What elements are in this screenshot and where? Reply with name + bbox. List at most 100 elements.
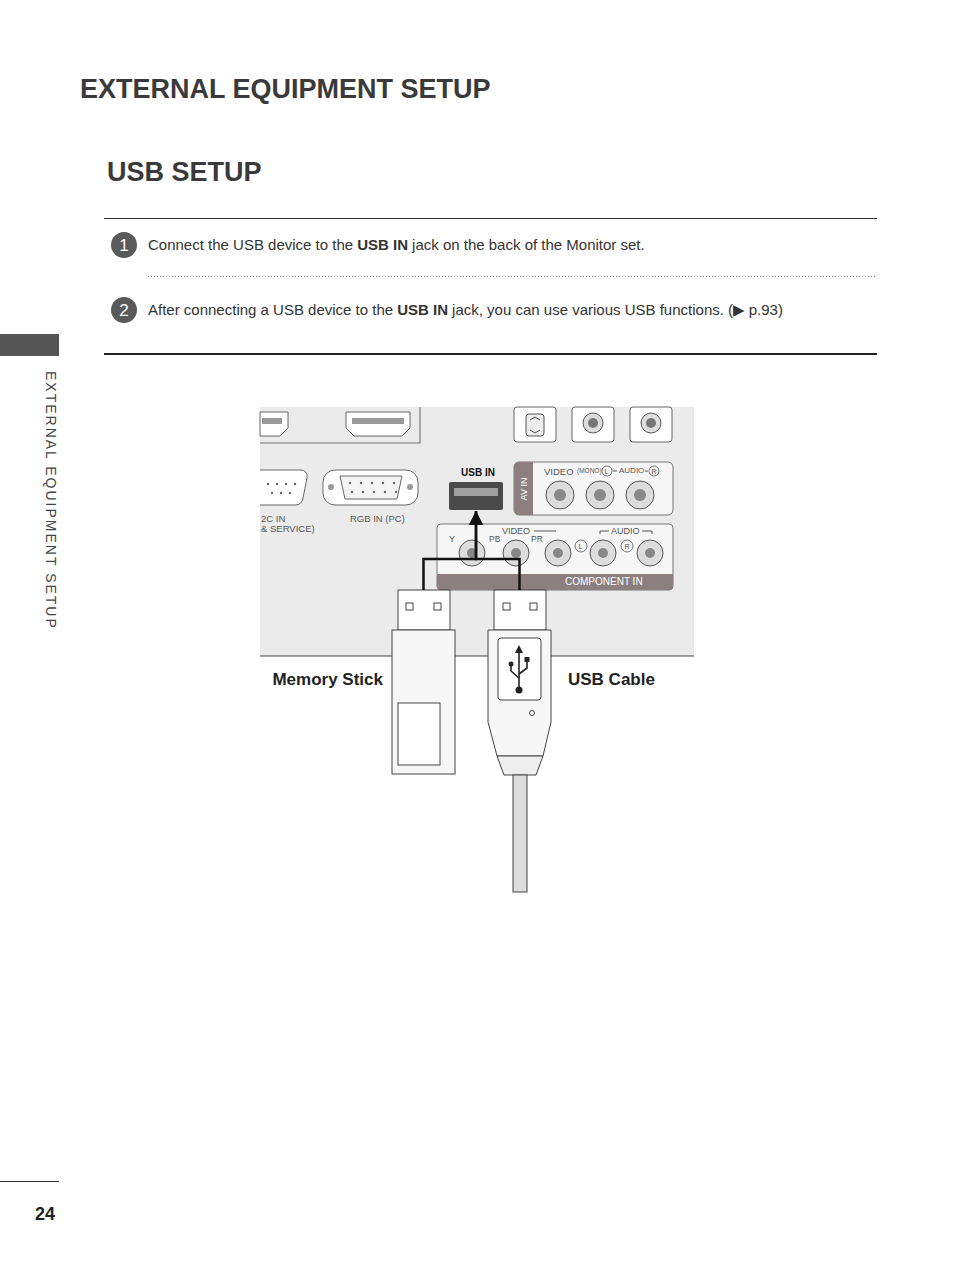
rs232-port bbox=[260, 470, 307, 505]
component-in-band: COMPONENT IN bbox=[437, 574, 673, 590]
label-ring bbox=[602, 466, 612, 476]
pin bbox=[384, 491, 386, 493]
node-label: AV IN bbox=[519, 477, 528, 500]
pin bbox=[360, 482, 362, 484]
hdmi-port bbox=[346, 412, 410, 436]
stick-body bbox=[392, 630, 455, 774]
jack-frame bbox=[630, 407, 672, 442]
port-label: AUDIO bbox=[611, 527, 640, 536]
pin bbox=[371, 482, 373, 484]
step-text: USB IN bbox=[397, 301, 448, 318]
av-group bbox=[514, 462, 673, 515]
jack-frame bbox=[572, 407, 614, 442]
optical-mark bbox=[530, 417, 540, 433]
port-label: VIDEO bbox=[544, 467, 574, 477]
jack bbox=[545, 540, 571, 566]
port-label: (MONO) bbox=[577, 468, 602, 475]
jack-core bbox=[594, 489, 606, 501]
port-label: 2C IN bbox=[261, 514, 285, 524]
cable-plug bbox=[494, 590, 546, 630]
plug-hole bbox=[406, 603, 413, 610]
group-line bbox=[600, 531, 609, 534]
page-number: 24 bbox=[35, 1205, 55, 1223]
usb-logo-branch bbox=[511, 666, 519, 678]
rule bbox=[104, 353, 877, 355]
usb-logo-stem bbox=[518, 652, 520, 688]
plug-hole bbox=[530, 603, 537, 610]
usb-logo bbox=[509, 645, 530, 694]
usb-cable: USB Cable bbox=[488, 590, 551, 774]
step-text: Connect the USB device to the bbox=[148, 236, 353, 253]
av-in-band: AV IN bbox=[514, 462, 533, 515]
jack bbox=[637, 540, 663, 566]
port-label: & SERVICE) bbox=[261, 524, 315, 534]
step-text: jack on the back of the Monitor set. bbox=[412, 236, 645, 253]
pin bbox=[373, 491, 375, 493]
usb-tongue bbox=[454, 488, 498, 496]
node-label: COMPONENT IN bbox=[565, 577, 643, 587]
jack-core bbox=[588, 418, 598, 428]
pin bbox=[267, 483, 269, 485]
port-label: VIDEO bbox=[502, 527, 530, 536]
group-line bbox=[642, 531, 652, 534]
dash bbox=[645, 471, 648, 472]
screw bbox=[328, 484, 334, 490]
optical-port bbox=[526, 414, 544, 436]
optical-jack bbox=[514, 407, 556, 442]
port-label: R bbox=[652, 468, 657, 475]
component-band bbox=[437, 574, 673, 590]
node-label: Memory Stick bbox=[272, 671, 383, 688]
side-tab bbox=[0, 334, 59, 356]
usb-logo-base bbox=[516, 687, 523, 694]
port-label: L bbox=[605, 468, 609, 475]
dash bbox=[613, 471, 617, 472]
jack bbox=[459, 540, 485, 566]
step-line: Connect the USB device to theUSB INjack … bbox=[148, 236, 649, 254]
pin bbox=[280, 492, 282, 494]
pin bbox=[393, 482, 395, 484]
jack-core bbox=[634, 489, 646, 501]
footer-rule bbox=[0, 1181, 59, 1182]
label-ring bbox=[621, 540, 633, 552]
pin bbox=[276, 483, 278, 485]
rule bbox=[104, 218, 877, 219]
group-line bbox=[534, 531, 556, 532]
jack bbox=[590, 540, 616, 566]
port-label: PR bbox=[531, 535, 543, 544]
led-hole bbox=[530, 711, 535, 716]
pins bbox=[267, 482, 397, 494]
step-text: jack, you can use various USB functions.… bbox=[452, 301, 783, 318]
port-label: RGB IN (PC) bbox=[350, 514, 405, 524]
plug-hole bbox=[503, 603, 510, 610]
label-ring bbox=[649, 466, 659, 476]
step-text: After connecting a USB device to the bbox=[148, 301, 393, 318]
page-title: EXTERNAL EQUIPMENT SETUP bbox=[80, 76, 491, 103]
stick-plug bbox=[398, 590, 450, 630]
jack bbox=[546, 481, 574, 509]
jack-core bbox=[646, 418, 656, 428]
pin bbox=[349, 482, 351, 484]
panel-edge bbox=[260, 655, 694, 656]
hdmi-slot bbox=[352, 418, 404, 424]
jack-core bbox=[511, 548, 521, 558]
plug-arrow bbox=[424, 511, 477, 590]
jack bbox=[626, 481, 654, 509]
hdmi-port bbox=[260, 412, 288, 436]
step-line: After connecting a USB device to theUSB … bbox=[148, 301, 787, 319]
jack-core bbox=[553, 548, 563, 558]
pin bbox=[271, 492, 273, 494]
stick-label-area bbox=[398, 703, 440, 765]
step-number: 1 bbox=[111, 232, 137, 258]
rgb-port bbox=[340, 476, 402, 499]
pin bbox=[294, 483, 296, 485]
usb-in-port: USB IN bbox=[449, 482, 503, 510]
cable bbox=[513, 775, 527, 892]
step-text: USB IN bbox=[357, 236, 408, 253]
node-label: 2 bbox=[119, 302, 128, 319]
jack bbox=[586, 481, 614, 509]
jack bbox=[641, 413, 661, 433]
cable-strain-relief bbox=[497, 756, 543, 775]
screw bbox=[407, 484, 413, 490]
jack-core bbox=[554, 489, 566, 501]
